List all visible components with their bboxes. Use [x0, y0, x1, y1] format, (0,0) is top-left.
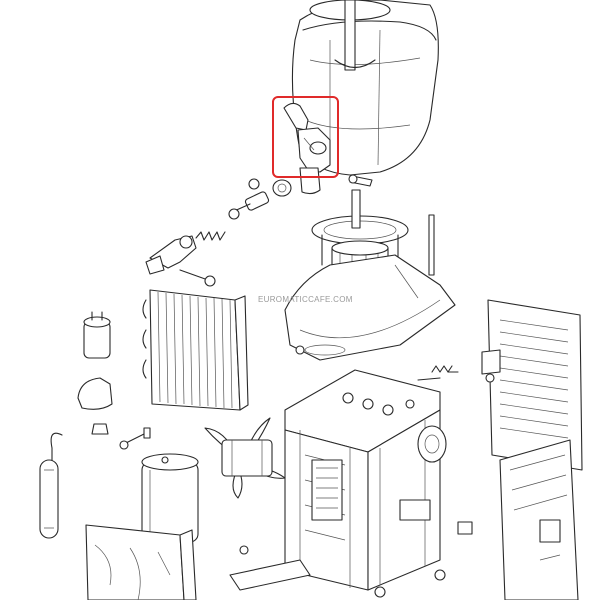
switch-cover: [77, 377, 113, 410]
front-panel: [499, 439, 579, 600]
fan-motor: [221, 439, 273, 477]
tap-spring: [195, 231, 226, 241]
watermark-text: EUROMATICCAFE.COM: [258, 295, 353, 304]
thermostat-probe: [39, 432, 63, 539]
bowl-pin: [348, 174, 373, 187]
level-rod: [428, 214, 435, 276]
bowl: [291, 0, 439, 176]
side-grille-panel: [481, 299, 583, 471]
tap-lever-bracket: [145, 235, 216, 287]
tap-seal-rings: [248, 178, 292, 197]
compressor: [141, 453, 199, 543]
dispensing-tap[interactable]: [283, 102, 331, 195]
bowl-base-tray: [284, 254, 456, 361]
bolt-and-nut: [91, 423, 151, 450]
condenser: [142, 289, 249, 411]
electrical-panel: [85, 524, 197, 600]
capacitor: [83, 311, 111, 359]
highlight-box: [272, 96, 339, 178]
main-frame: [229, 365, 473, 598]
tap-piston: [228, 191, 270, 220]
